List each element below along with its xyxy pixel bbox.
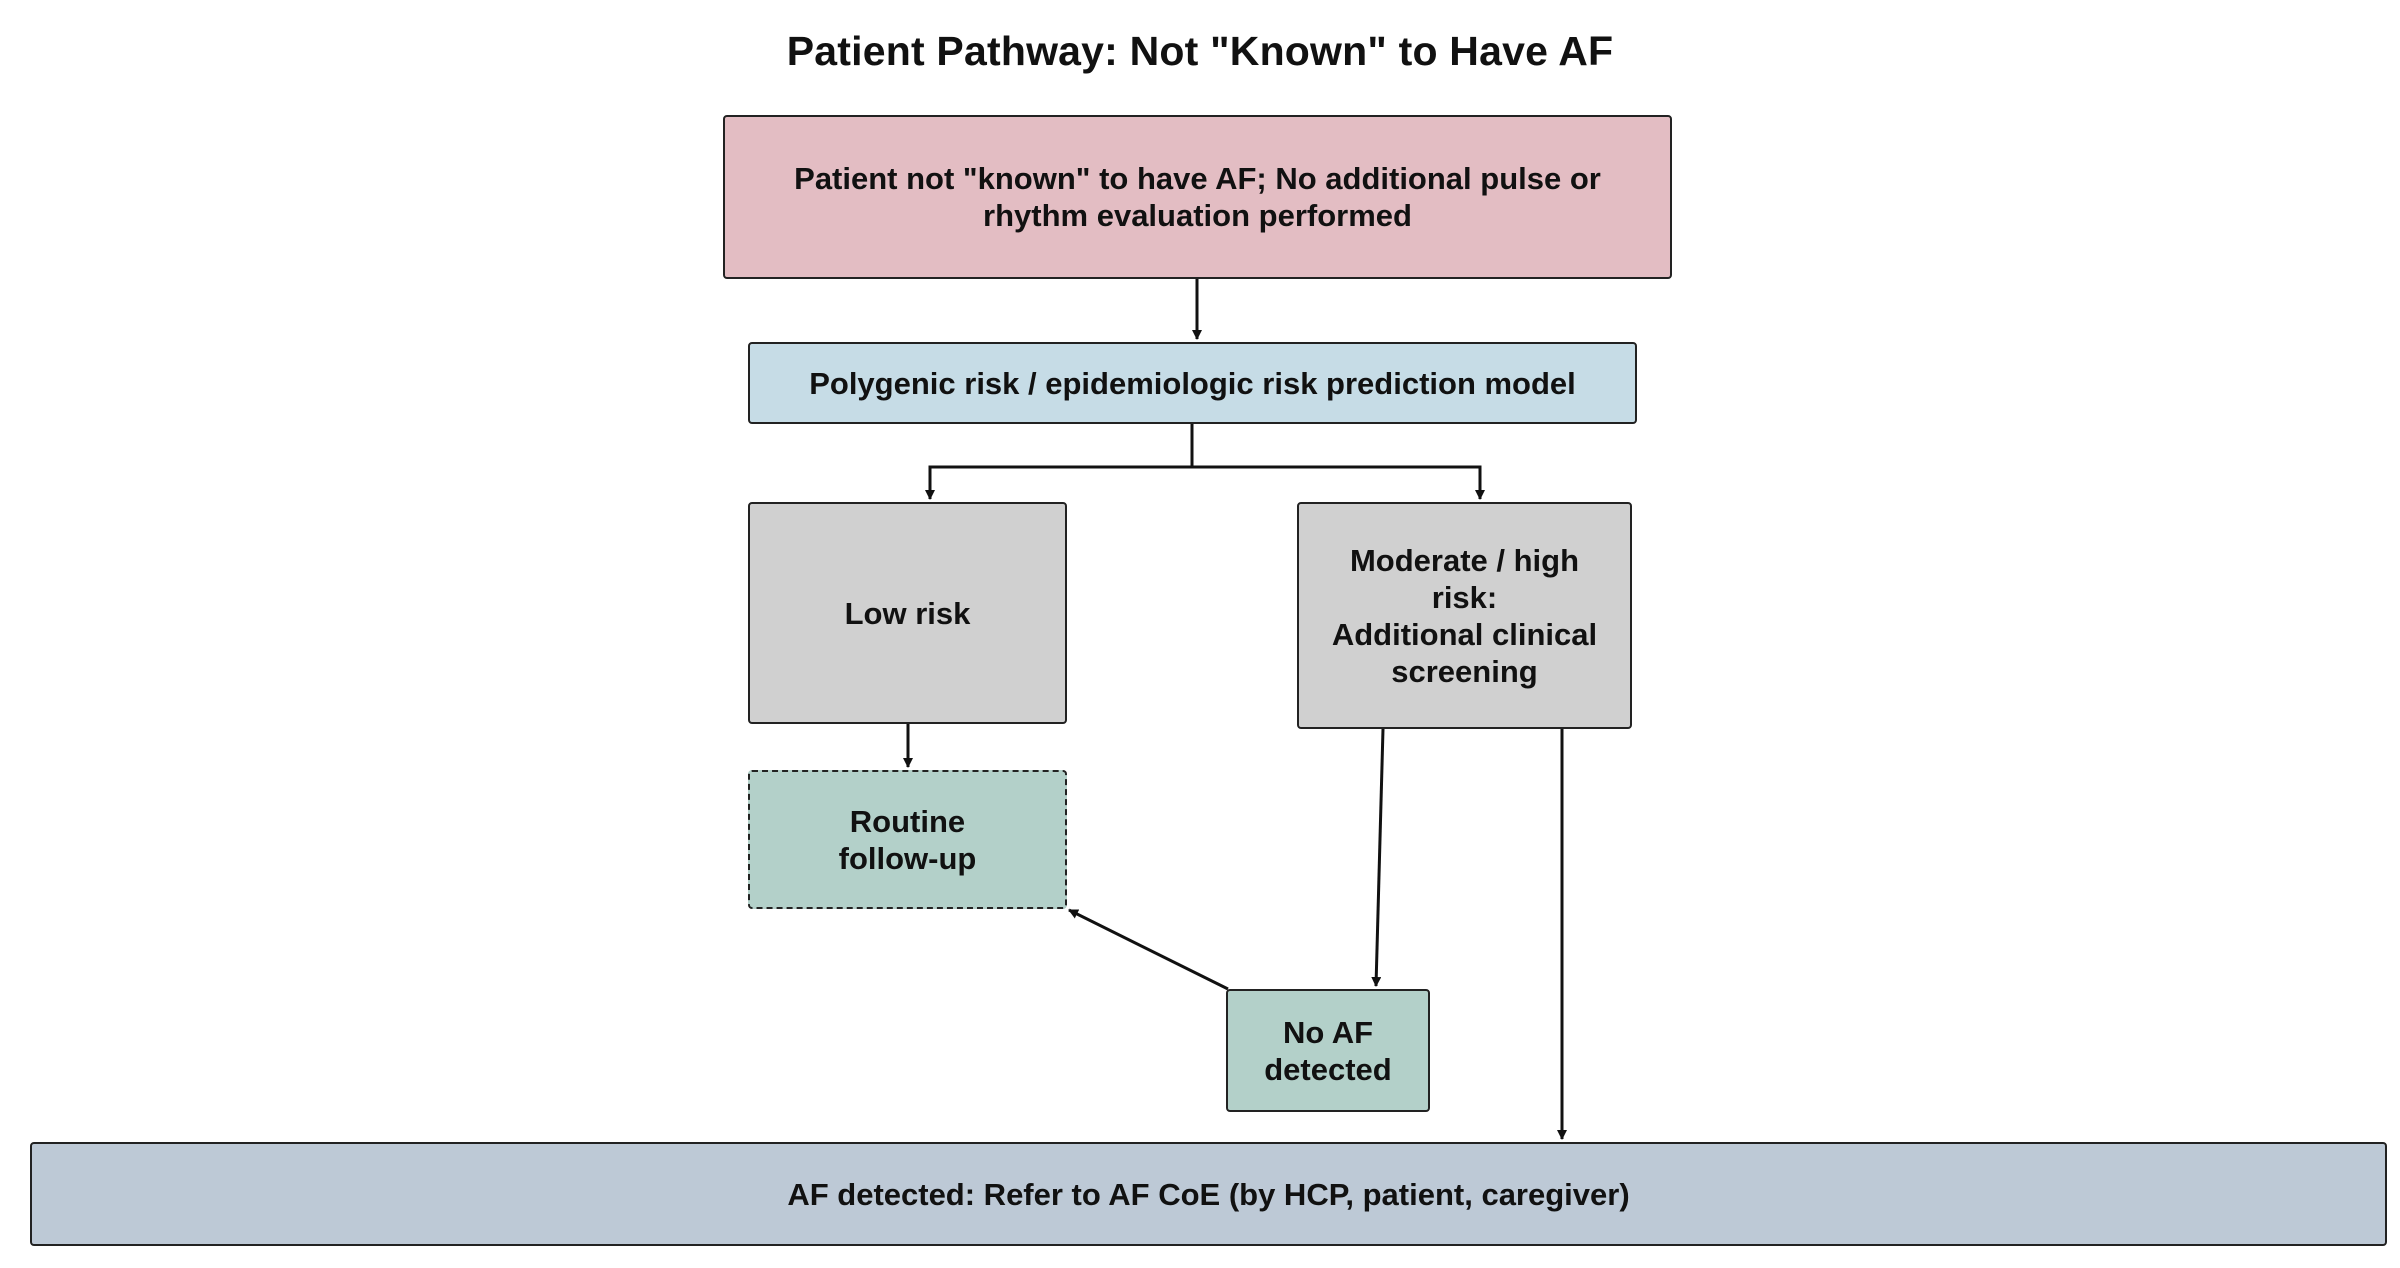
edge-moderate-high-to-no-af	[1371, 728, 1385, 987]
node-patient-not-known: Patient not "known" to have AF; No addit…	[723, 115, 1672, 279]
edge-model-to-moderate-high	[1192, 465, 1485, 500]
node-risk-prediction-model: Polygenic risk / epidemiologic risk pred…	[748, 342, 1637, 424]
node-routine-follow-up: Routine follow-up	[748, 770, 1067, 909]
node-moderate-high-risk: Moderate / high risk: Additional clinica…	[1297, 502, 1632, 729]
node-low-risk: Low risk	[748, 502, 1067, 724]
edge-no-af-to-routine	[1068, 908, 1229, 991]
node-af-detected-refer: AF detected: Refer to AF CoE (by HCP, pa…	[30, 1142, 2387, 1246]
edge-model-to-low-risk	[925, 424, 1194, 500]
node-no-af-detected: No AF detected	[1226, 989, 1430, 1112]
diagram-title: Patient Pathway: Not "Known" to Have AF	[786, 28, 1614, 74]
